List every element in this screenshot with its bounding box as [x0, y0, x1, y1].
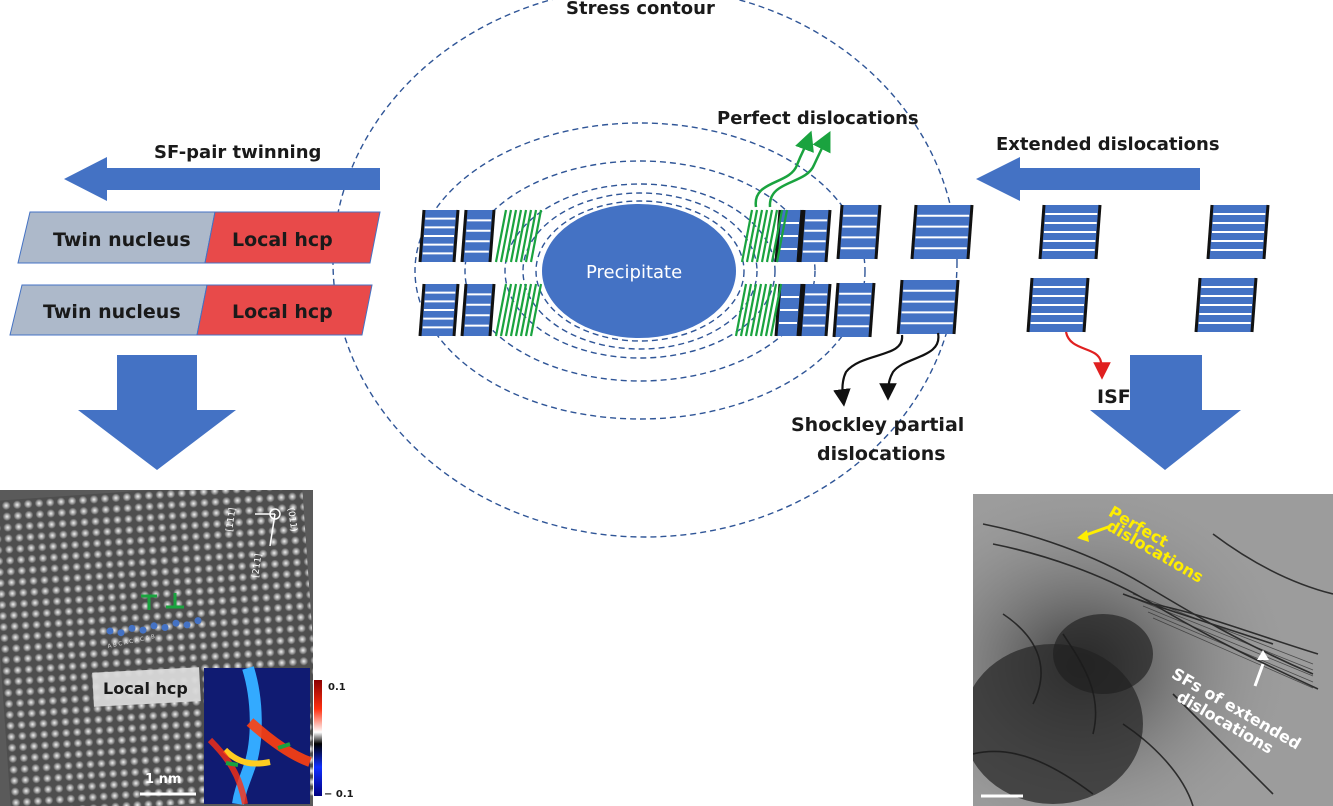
shockley-label-line1: Shockley partial: [791, 414, 965, 436]
direction-label-2: [211]: [251, 553, 264, 578]
dislocation-stack-2: [418, 283, 460, 337]
perfect-dislocations-label: Perfect dislocations: [717, 108, 919, 129]
green-dislocation-bundle-1: [494, 209, 543, 263]
stacking-dot-9: [194, 617, 202, 625]
stacking-dot-6: [161, 624, 169, 631]
stacking-dot-7: [172, 619, 180, 627]
green-arrow-2: [768, 131, 831, 208]
sf-pair-twinning-label: SF-pair twinning: [154, 142, 322, 163]
green-dislocation-bundle-2: [494, 283, 543, 337]
dislocation-stack-6: [774, 283, 804, 337]
stacking-dot-3: [128, 624, 136, 632]
green-dislocation-bundle-3: [740, 209, 789, 263]
shockley-label-line2: dislocations: [817, 443, 946, 465]
direction-label-3: (011): [285, 507, 298, 532]
dislocation-stack-11: [910, 204, 974, 260]
shockley-arrow-2: [879, 332, 940, 401]
colorbar-min-label: − 0.1: [324, 789, 354, 800]
stacking-dot-5: [150, 622, 158, 630]
stress-contour-5: [522, 192, 758, 350]
stress-contour-label: Stress contour: [566, 0, 715, 19]
dislocation-lines: [973, 523, 1333, 806]
down-arrow-left: [78, 355, 236, 470]
dislocation-stack-3: [460, 209, 496, 263]
twin-nucleus-label-2: Twin nucleus: [43, 301, 181, 323]
twin-row-1: [17, 211, 381, 264]
local-hcp-box-1: [204, 211, 381, 264]
local-hcp-tag-bg: [92, 667, 201, 707]
dislocation-stack-15: [1206, 204, 1270, 260]
stacking-dot-4: [139, 626, 147, 634]
extended-dislocation-sf-band: [1132, 593, 1314, 689]
hrtem-image: [111] [211] (011) A B C A C A C A B Loca…: [0, 490, 313, 806]
dislocation-stack-1: [418, 209, 460, 263]
precipitate: [542, 204, 736, 338]
twin-nucleus-label-1: Twin nucleus: [53, 229, 191, 251]
stacking-dot-1: [106, 627, 114, 635]
green-dislocation-bundle-4: [734, 283, 783, 337]
precipitate-label: Precipitate: [586, 262, 683, 283]
stacking-dot-8: [183, 621, 191, 629]
extended-dislocations-label: Extended dislocations: [996, 134, 1220, 155]
extended-dislocations-arrow: [976, 157, 1200, 201]
strain-map-inset: [204, 666, 312, 805]
local-hcp-label-2: Local hcp: [232, 301, 333, 323]
colorbar-strip: [314, 680, 322, 796]
local-hcp-tag: Local hcp: [103, 679, 188, 698]
local-hcp-label-1: Local hcp: [232, 229, 333, 251]
stress-contour-4: [504, 183, 776, 359]
dislocation-symbols: [141, 593, 184, 610]
colorbar-max-label: 0.1: [328, 682, 346, 693]
shockley-arrows: [833, 332, 940, 407]
dislocation-stacks: [418, 204, 1270, 338]
dislocation-stack-13: [1038, 204, 1102, 260]
down-arrow-right: [1090, 355, 1241, 470]
stress-contour-6: [535, 200, 745, 342]
sf-white-arrow: [1253, 663, 1265, 687]
tem-image: Perfect dislocations SFs of extended dis…: [973, 494, 1333, 806]
dislocation-stack-10: [832, 282, 876, 338]
dislocation-stack-9: [836, 204, 882, 260]
crystal-direction-axes: [255, 508, 281, 547]
twin-row-2: [9, 284, 373, 336]
direction-label-1: [111]: [225, 507, 238, 532]
scale-bar-label: 1 nm: [145, 772, 181, 787]
dislocation-stack-4: [460, 283, 496, 337]
local-hcp-box-2: [196, 284, 373, 336]
isf-label: ISF: [1097, 386, 1131, 408]
dislocation-stack-8: [798, 283, 832, 337]
stacking-sequence-dots: [106, 617, 202, 637]
dislocation-stack-12: [896, 279, 960, 335]
perfect-dislocation-arrows: [754, 130, 831, 208]
dislocation-stack-16: [1194, 277, 1258, 333]
stacking-dot-2: [117, 629, 125, 637]
shockley-arrow-1: [833, 334, 904, 407]
dislocation-stack-14: [1026, 277, 1090, 333]
dislocation-stack-7: [798, 209, 832, 263]
stress-contour-3: [464, 160, 816, 382]
green-arrow-1: [754, 130, 814, 208]
sf-pair-twinning-arrow: [64, 157, 380, 201]
isf-arrow: [1064, 331, 1111, 380]
stress-contour-2: [414, 122, 866, 420]
